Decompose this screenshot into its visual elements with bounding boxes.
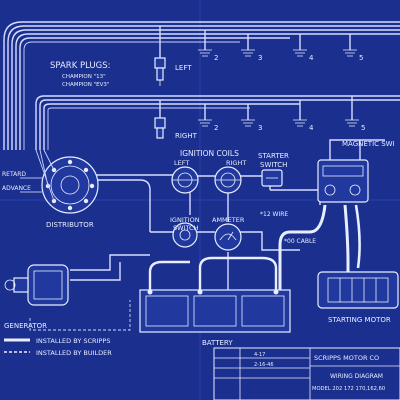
plug-bottom-number-5: 5 [361, 124, 365, 132]
ground-symbol-top-5 [343, 49, 357, 57]
spark-plug-right-1 [154, 117, 166, 139]
title-block-company: SCRIPPS MOTOR CO [314, 354, 379, 362]
starter-switch-label-1: STARTER [258, 152, 289, 160]
plug-bottom-number-2: 2 [214, 124, 218, 132]
title-block-rev2-date: 2-16-46 [254, 362, 274, 368]
plug-top-number-5: 5 [359, 54, 363, 62]
spark-plugs-line2: CHAMPION "EV3" [62, 82, 109, 88]
spark-plugs-title: SPARK PLUGS: [50, 61, 110, 71]
ignition-coils-title: IGNITION COILS [180, 149, 239, 158]
ignition-coil-left-label: LEFT [174, 159, 189, 167]
plug-top-number-4: 4 [309, 54, 314, 62]
plug-row-left-label: LEFT [175, 64, 192, 72]
ammeter-label: AMMETER [212, 216, 245, 224]
ground-symbol-top-2 [198, 49, 212, 57]
ground-symbol-top-4 [293, 49, 307, 57]
generator-label: GENERATOR [4, 322, 47, 330]
upper-wire-harness [3, 21, 400, 150]
title-block-rev1-date: 4-17 [254, 352, 265, 358]
plug-top-number-3: 3 [258, 54, 262, 62]
plug-row-right-label: RIGHT [175, 132, 198, 140]
battery-label: BATTERY [202, 339, 233, 347]
ammeter [214, 223, 242, 251]
starter-switch-label-2: SWITCH [260, 161, 287, 169]
plug-top-number-2: 2 [214, 54, 218, 62]
wire-note-00: *00 CABLE [284, 238, 316, 245]
distributor-retard-label: RETARD [2, 171, 26, 178]
title-block [213, 347, 400, 400]
ground-symbol-bottom-4 [293, 119, 307, 127]
generator [4, 264, 69, 306]
distributor-advance-label: ADVANCE [2, 185, 31, 192]
ignition-coil-left [171, 166, 199, 194]
ground-symbol-bottom-3 [241, 119, 255, 127]
middle-wire-harness [35, 95, 400, 150]
distributor-label: DISTRIBUTOR [46, 221, 94, 229]
magnetic-switch-label: MAGNETIC SWI [342, 140, 395, 148]
legend-symbols [4, 338, 30, 353]
starting-motor [317, 271, 399, 309]
starter-switch [261, 169, 283, 187]
ignition-coil-right-label: RIGHT [226, 159, 246, 167]
heavy-cables [148, 204, 361, 300]
wire-note-12: *12 WIRE [260, 211, 288, 218]
ground-symbol-bottom-2 [198, 119, 212, 127]
ignition-switch [172, 222, 198, 248]
ground-symbol-top-3 [241, 49, 255, 57]
title-block-model: MODEL 202 172 170,162,60 [312, 386, 385, 392]
plug-bottom-number-3: 3 [258, 124, 262, 132]
generator-wiring [29, 254, 150, 331]
starting-motor-label: STARTING MOTOR [328, 316, 391, 324]
distributor [20, 149, 99, 214]
magnetic-switch [317, 159, 369, 203]
spark-plug-left-1 [154, 57, 166, 86]
ignition-coil-right [214, 166, 242, 194]
battery [139, 289, 291, 333]
spark-plugs-line1: CHAMPION "13" [62, 74, 106, 80]
title-block-drawing: WIRING DIAGRAM [330, 373, 383, 380]
ignition-switch-label-1: IGNITION [170, 216, 200, 224]
legend-line2: INSTALLED BY BUILDER [36, 349, 112, 357]
plug-bottom-number-4: 4 [309, 124, 314, 132]
ground-symbol-bottom-5 [345, 119, 359, 127]
legend-line1: INSTALLED BY SCRIPPS [36, 337, 110, 345]
ignition-switch-label-2: SWITCH [173, 224, 199, 232]
